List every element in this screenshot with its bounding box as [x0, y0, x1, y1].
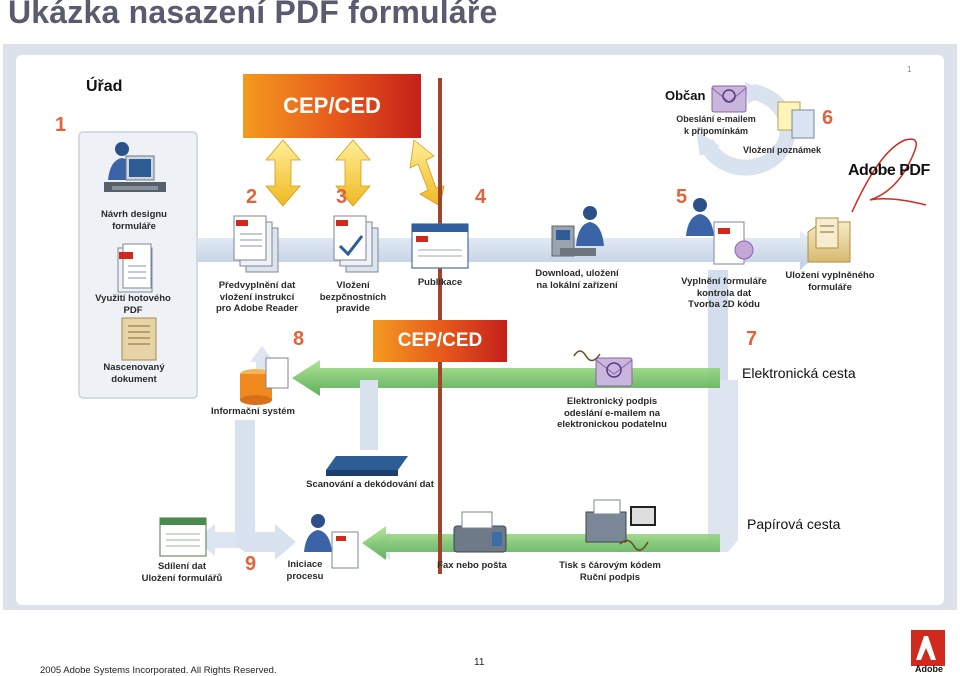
cep-ced-middle: CEP/CED: [373, 320, 507, 362]
adobe-logo-icon: [911, 630, 945, 666]
label-fax: Fax nebo pošta: [437, 560, 507, 571]
label-vlozeni: Vložení bezpčnostních pravide: [319, 280, 387, 314]
page-title: Ukázka nasazení PDF formuláře: [8, 0, 498, 30]
stacked-docs-icon-3: [333, 215, 379, 273]
green-arrow-electronic: [292, 360, 720, 396]
step-number-9: 9: [245, 553, 257, 575]
label-informacni: Informační systém: [211, 406, 295, 417]
label-publikace: Publikace: [417, 277, 463, 288]
label-scanovani: Scanování a dekódování dat: [306, 479, 434, 490]
step-number-7: 7: [746, 328, 758, 350]
cep-ced-top: CEP/CED: [243, 74, 421, 138]
database-icon: [240, 357, 289, 405]
scanner-icon: [326, 456, 408, 476]
email-icon-top: [711, 85, 747, 113]
sdileni-arrow: [195, 520, 255, 556]
page-number: 11: [474, 657, 485, 668]
electronic-vertical-flow: [708, 270, 728, 380]
label-vyplneni: Vyplnění formuláře kontrola dat Tvorba 2…: [681, 276, 767, 310]
corner-mark: 1: [907, 65, 912, 74]
fax-icon: [453, 511, 507, 553]
step-number-3: 3: [336, 186, 348, 208]
adobe-pdf-text: Adobe PDF: [848, 162, 930, 179]
step-number-2: 2: [246, 186, 258, 208]
cycle-arrow-head2: [696, 130, 720, 156]
signed-email-icon: [573, 350, 633, 387]
label-ulozeni-vyplneneho: Uložení vyplněného formuláře: [785, 270, 875, 293]
label-sdileni: Sdílení dat Uložení formulářů: [141, 561, 223, 584]
folder-icon: [807, 217, 851, 263]
urad-label: Úřad: [86, 78, 123, 95]
step-number-1: 1: [55, 114, 67, 136]
step-number-4: 4: [475, 186, 487, 208]
label-vyuziti: Využití hotového PDF: [95, 293, 171, 316]
scan-to-is-flow: [360, 380, 378, 450]
vyplneni-person-icon: [686, 198, 754, 265]
label-el-podpis: Elektronický podpis odeslání e-mailem na…: [557, 396, 667, 430]
printer-icon: [585, 499, 656, 551]
step-number-6: 6: [822, 107, 834, 129]
cycle-arrow: [698, 84, 796, 176]
adobe-logo-text: Adobe: [915, 664, 943, 674]
adobe-pdf-logo: [851, 138, 927, 213]
label-vlozeni-poznamek: Vložení poznámek: [742, 145, 822, 155]
label-iniciace: Iniciace procesu: [286, 559, 324, 582]
person-icon-urad: [104, 142, 166, 192]
label-tisk: Tisk s čárovým kódem Ruční podpis: [559, 560, 661, 583]
pdf-doc-icon-urad: [117, 243, 153, 293]
green-arrow-bottom: [362, 526, 720, 560]
step-number-5: 5: [676, 186, 688, 208]
label-navrh: Návrh designu formuláře: [101, 209, 167, 232]
notes-icon: [777, 101, 815, 139]
cycle-arrow-head: [745, 82, 768, 104]
yellow-arrows: [265, 139, 445, 207]
is-down-flow: [235, 420, 255, 530]
sdileni-window-icon: [159, 517, 207, 557]
scanned-doc-icon: [121, 317, 157, 361]
stacked-docs-icon-2: [233, 215, 279, 273]
iniciace-person-icon: [304, 514, 359, 569]
publikace-window-icon: [411, 223, 469, 269]
label-download: Download, uložení na lokální zařízení: [535, 268, 619, 291]
download-person-icon: [551, 206, 604, 257]
label-papirova-cesta: Papírová cesta: [747, 516, 841, 532]
step-number-8: 8: [293, 328, 305, 350]
label-nascenovany: Nascenovaný dokument: [103, 362, 165, 385]
label-predvyplneni: Předvyplnění dat vložení instrukcí pro A…: [216, 280, 298, 314]
copyright-text: 2005 Adobe Systems Incorporated. All Rig…: [40, 665, 277, 676]
obcan-label: Občan: [665, 88, 706, 103]
label-elektronicka-cesta: Elektronická cesta: [742, 365, 856, 381]
label-obeslani: Obeslání e-mailem k připomínkám: [676, 114, 756, 136]
